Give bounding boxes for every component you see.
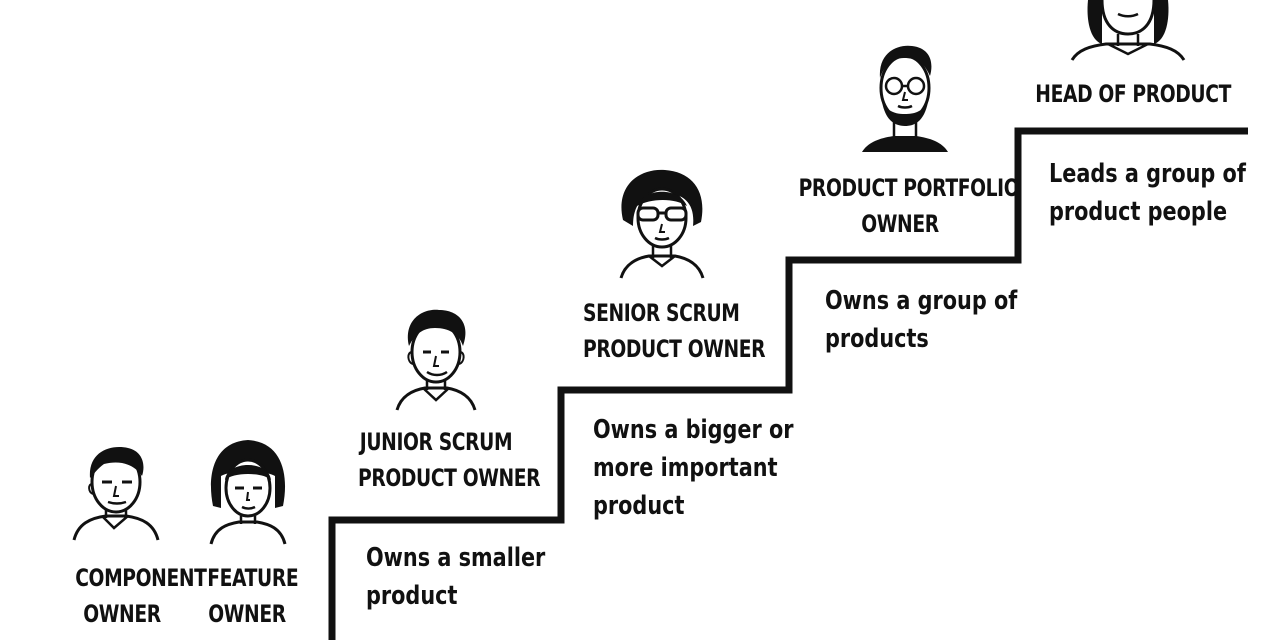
junior-po-portrait-icon: [395, 309, 477, 411]
role-title-component-owner: COMPONENT OWNER: [75, 564, 207, 628]
senior-po-portrait-icon: [619, 169, 705, 279]
role-description-product-portfolio-owner: Owns a group of products: [825, 286, 1018, 354]
role-title-feature-owner: FEATURE OWNER: [207, 564, 299, 628]
role-title-junior-scrum-po: JUNIOR SCRUM PRODUCT OWNER: [358, 428, 541, 492]
portfolio-owner-portrait-icon: [862, 45, 948, 152]
feature-owner-portrait-icon: [209, 440, 287, 545]
head-of-product-portrait-icon: [1070, 0, 1186, 61]
role-title-senior-scrum-po: SENIOR SCRUM PRODUCT OWNER: [583, 299, 766, 363]
role-description-senior-scrum-po: Owns a bigger or more important product: [593, 415, 794, 521]
role-title-product-portfolio-owner: PRODUCT PORTFOLIO OWNER: [798, 174, 1020, 238]
role-title-head-of-product: HEAD OF PRODUCT: [1035, 80, 1231, 108]
role-description-head-of-product: Leads a group of product people: [1049, 159, 1246, 227]
component-owner-portrait-icon: [72, 447, 160, 541]
role-description-junior-scrum-po: Owns a smaller product: [366, 543, 546, 611]
